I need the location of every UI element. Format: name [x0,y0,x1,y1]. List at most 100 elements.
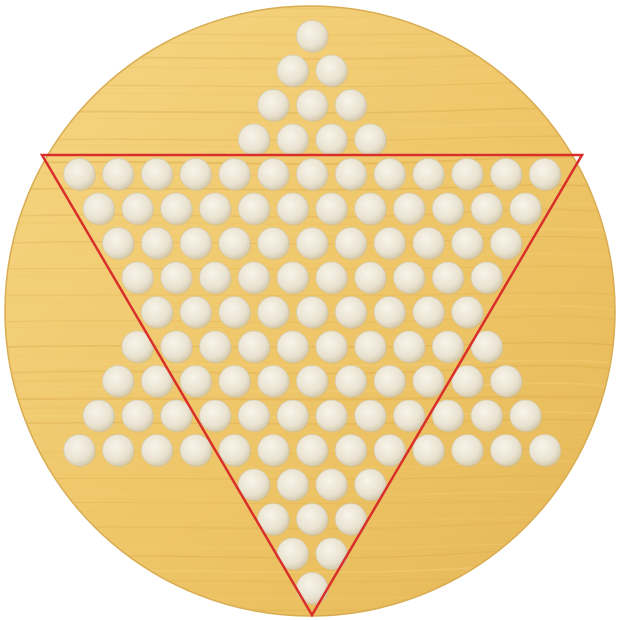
board-hole-cup[interactable] [334,158,367,190]
board-hole[interactable] [237,468,271,502]
board-hole[interactable] [276,468,310,502]
board-hole[interactable] [451,296,484,330]
board-hole[interactable] [179,434,213,468]
board-hole[interactable] [296,158,329,192]
board-hole[interactable] [160,330,193,364]
board-hole-cup[interactable] [102,365,134,397]
board-hole-cup[interactable] [490,365,522,397]
board-hole[interactable] [102,227,135,261]
board-hole[interactable] [140,365,174,399]
board-hole-cup[interactable] [354,261,387,294]
board-hole-cup[interactable] [218,434,251,466]
board-hole-cup[interactable] [102,227,134,259]
board-hole[interactable] [276,54,310,88]
board-hole[interactable] [334,503,368,537]
board-hole-cup[interactable] [140,296,173,328]
board-hole-cup[interactable] [296,365,328,397]
board-hole[interactable] [315,54,349,88]
board-hole-cup[interactable] [470,330,503,363]
board-hole[interactable] [179,158,213,192]
board-hole[interactable] [393,399,426,433]
board-hole[interactable] [140,434,174,468]
board-hole-cup[interactable] [490,434,522,466]
board-hole-cup[interactable] [334,503,367,535]
board-hole-cup[interactable] [237,192,270,225]
board-hole-cup[interactable] [354,330,387,363]
board-hole[interactable] [276,261,310,295]
board-hole-cup[interactable] [276,54,309,87]
board-hole[interactable] [315,468,349,502]
board-hole[interactable] [102,365,135,399]
board-hole[interactable] [315,330,349,364]
board-hole-cup[interactable] [315,123,348,156]
board-hole[interactable] [412,158,446,192]
board-hole-cup[interactable] [82,192,115,225]
board-hole-cup[interactable] [218,227,251,259]
board-hole-cup[interactable] [296,434,328,466]
board-hole-cup[interactable] [412,158,445,190]
board-hole-cup[interactable] [412,296,445,328]
board-hole-cup[interactable] [276,399,309,432]
board-hole-cup[interactable] [218,158,251,190]
board-hole[interactable] [82,399,116,433]
board-hole[interactable] [276,537,310,571]
board-hole[interactable] [296,296,329,330]
board-hole[interactable] [63,434,96,468]
board-hole-cup[interactable] [160,399,193,432]
board-hole-cup[interactable] [257,158,290,190]
board-hole[interactable] [199,399,232,433]
board-hole[interactable] [296,227,329,261]
board-hole[interactable] [470,330,504,364]
board-hole[interactable] [373,296,407,330]
board-hole-cup[interactable] [179,296,212,328]
board-hole-cup[interactable] [470,399,503,432]
board-hole[interactable] [121,330,155,364]
board-hole[interactable] [218,365,252,399]
board-hole-cup[interactable] [237,468,270,501]
board-hole[interactable] [199,261,232,295]
board-hole-cup[interactable] [63,158,96,190]
hole-grid[interactable] [63,20,562,606]
board-hole[interactable] [218,227,252,261]
board-hole[interactable] [63,158,96,192]
board-hole-cup[interactable] [334,296,367,328]
board-hole[interactable] [257,296,290,330]
board-hole[interactable] [393,192,426,226]
board-hole-cup[interactable] [315,330,348,363]
board-hole-cup[interactable] [237,399,270,432]
board-hole[interactable] [121,399,155,433]
board-hole-cup[interactable] [334,89,367,121]
board-hole[interactable] [431,330,465,364]
board-hole-cup[interactable] [451,296,484,328]
board-hole-cup[interactable] [237,123,270,156]
board-hole-cup[interactable] [431,261,464,294]
board-hole-cup[interactable] [296,89,328,121]
board-hole[interactable] [354,192,387,226]
board-hole-cup[interactable] [431,399,464,432]
board-hole[interactable] [160,399,193,433]
board-hole-cup[interactable] [373,227,406,259]
board-hole[interactable] [412,227,446,261]
board-hole[interactable] [237,261,271,295]
board-hole[interactable] [373,158,407,192]
board-hole-cup[interactable] [315,261,348,294]
board-hole-cup[interactable] [276,261,309,294]
board-hole[interactable] [160,261,193,295]
board-hole-cup[interactable] [179,434,212,466]
board-hole[interactable] [354,399,387,433]
board-hole[interactable] [354,330,387,364]
board-hole[interactable] [296,503,329,537]
board-hole[interactable] [296,434,329,468]
board-hole-cup[interactable] [451,365,484,397]
board-hole-cup[interactable] [509,192,542,225]
board-hole[interactable] [257,503,290,537]
board-hole[interactable] [334,296,368,330]
board-hole[interactable] [451,158,484,192]
board-hole[interactable] [334,158,368,192]
board-hole-cup[interactable] [257,503,290,535]
board-hole[interactable] [315,261,349,295]
board-hole[interactable] [237,330,271,364]
board-hole[interactable] [470,399,504,433]
board-hole[interactable] [431,261,465,295]
board-hole[interactable] [470,261,504,295]
